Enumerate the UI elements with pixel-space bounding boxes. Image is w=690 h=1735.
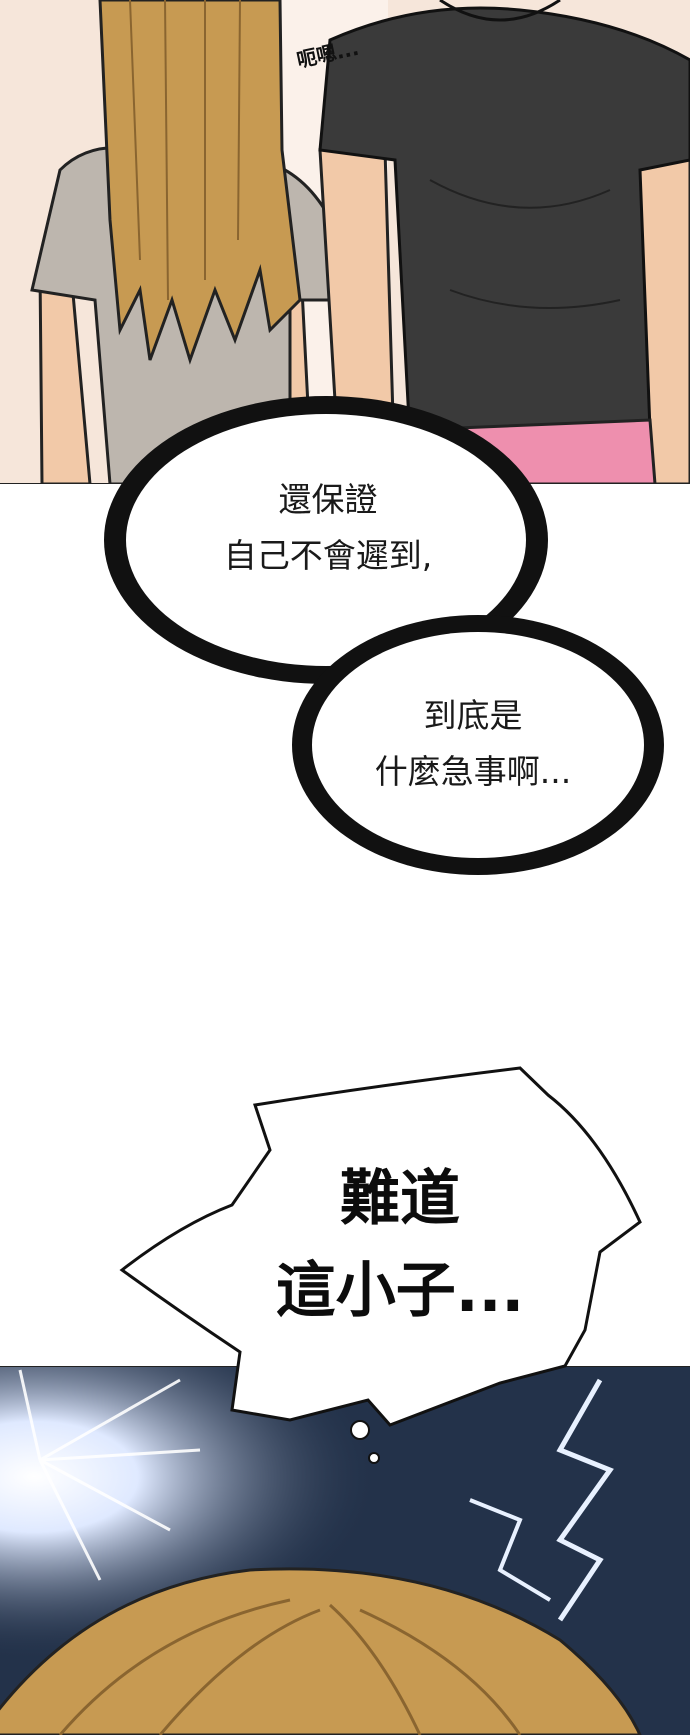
bubble-1-line-1: 還保證: [278, 480, 378, 519]
bottom-panel: [0, 1366, 690, 1735]
bubble-1-line-2: 自己不會遲到,: [223, 536, 433, 575]
top-panel: [0, 0, 690, 484]
shout-bubble: [119, 1066, 642, 1427]
bubble-2-line-1: 到底是: [423, 696, 523, 735]
bubble-3-line-2: 這小子...: [275, 1256, 525, 1326]
thought-bubble-2: [292, 615, 664, 875]
bubble-3-text: 難道 這小子...: [220, 1153, 580, 1337]
bubble-2-text: 到底是 什麼急事啊...: [320, 688, 626, 800]
bubble-1-text: 還保證 自己不會遲到,: [150, 472, 506, 584]
thought-bubble-1: [104, 396, 548, 684]
bubble-2-line-2: 什麼急事啊...: [374, 752, 572, 791]
bubble-3-line-1: 難道: [340, 1164, 460, 1234]
